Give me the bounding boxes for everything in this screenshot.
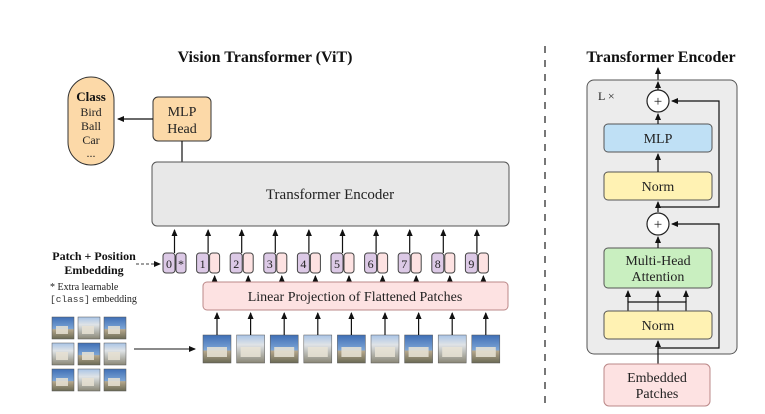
class-token-marker: * <box>178 257 184 271</box>
residual-add-middle-symbol: + <box>654 217 662 233</box>
patch-position-label-line1: Patch + Position <box>52 249 136 263</box>
grid-patch-detail-7 <box>56 378 68 386</box>
input-image-patch-grid <box>51 316 127 392</box>
norm-lower-label: Norm <box>642 319 675 334</box>
mlp-head-line1: MLP <box>168 105 197 120</box>
position-label-1: 1 <box>200 257 206 271</box>
sequence-patch-detail-1 <box>207 347 227 357</box>
position-embedding-0 <box>162 252 176 274</box>
extra-note-rest: embedding <box>90 294 137 305</box>
transformer-encoder-label: Transformer Encoder <box>266 187 394 203</box>
residual-add-top-symbol: + <box>654 94 662 110</box>
flattened-patch-sequence <box>202 312 501 364</box>
grid-patch-detail-6 <box>108 352 120 360</box>
position-embedding-2 <box>229 252 243 274</box>
norm-upper-label: Norm <box>642 180 675 195</box>
extra-note-code: [class] <box>50 294 90 305</box>
mlp-head-line2: Head <box>167 122 197 137</box>
patch-token-3 <box>276 252 288 274</box>
class-output-title: Class <box>76 89 106 104</box>
class-item-bird: Bird <box>80 105 101 119</box>
encoder-title: Transformer Encoder <box>586 49 735 66</box>
linear-projection-label: Linear Projection of Flattened Patches <box>248 290 463 305</box>
patch-position-label-line2: Embedding <box>64 263 123 277</box>
position-label-4: 4 <box>300 257 306 271</box>
sequence-patch-detail-7 <box>408 347 429 357</box>
class-item-ball: Ball <box>81 119 102 133</box>
linear-projection-box <box>202 281 509 311</box>
sequence-patch-detail-8 <box>442 347 463 357</box>
grid-patch-detail-8 <box>82 378 94 386</box>
sequence-patch-detail-9 <box>475 347 496 357</box>
vit-title: Vision Transformer (ViT) <box>178 49 353 66</box>
grid-patch-detail-2 <box>82 326 94 334</box>
position-label-9: 9 <box>468 257 474 271</box>
class-item-ellipsis: ... <box>87 146 96 160</box>
position-embedding-8 <box>431 252 445 274</box>
embedded-patches-line1: Embedded <box>627 371 687 386</box>
attention-label-line1: Multi-Head <box>625 254 690 269</box>
residual-add-middle <box>646 212 670 236</box>
sequence-patch-detail-6 <box>375 347 395 357</box>
position-embedding-7 <box>397 252 411 274</box>
class-item-car: Car <box>82 133 99 147</box>
patch-token-9 <box>477 252 489 274</box>
residual-skip-upper <box>658 98 720 208</box>
sequence-patch-detail-4 <box>307 347 328 357</box>
position-embedding-9 <box>464 252 478 274</box>
class-token <box>175 252 187 274</box>
position-embedding-3 <box>263 252 277 274</box>
position-embedding-4 <box>296 252 310 274</box>
sequence-patch-detail-3 <box>274 347 295 357</box>
grid-patch-detail-3 <box>108 326 120 334</box>
grid-patch-detail-1 <box>56 326 68 334</box>
patch-token-7 <box>410 252 422 274</box>
position-label-7: 7 <box>401 257 407 271</box>
extra-note-line1: * Extra learnable <box>50 282 119 293</box>
position-embedding-6 <box>364 252 378 274</box>
sequence-patch-detail-2 <box>240 347 261 357</box>
attention-label-line2: Attention <box>632 270 685 285</box>
mlp-label: MLP <box>644 132 673 147</box>
class-output-box <box>67 76 115 166</box>
extra-note-line2: [class] embedding <box>50 294 137 305</box>
patch-token-2 <box>242 252 254 274</box>
patch-token-5 <box>343 252 355 274</box>
embedded-patches-box <box>603 363 711 407</box>
position-label-3: 3 <box>267 257 273 271</box>
patch-token-8 <box>444 252 456 274</box>
position-label-0: 0 <box>166 257 172 271</box>
position-label-2: 2 <box>233 257 239 271</box>
sequence-patch-detail-5 <box>341 347 362 357</box>
qkv-branch <box>627 301 687 311</box>
residual-skip-lower <box>658 221 720 349</box>
position-embedding-5 <box>330 252 344 274</box>
transformer-encoder-box <box>151 161 510 227</box>
patch-token-1 <box>209 252 221 274</box>
grid-patch-detail-5 <box>82 352 94 360</box>
grid-patch-detail-4 <box>56 352 68 360</box>
position-label-6: 6 <box>368 257 374 271</box>
embedding-tokens: 0 * 1 2 3 4 5 6 7 8 9 <box>162 229 489 282</box>
repeat-label: L × <box>598 89 615 103</box>
position-label-5: 5 <box>334 257 340 271</box>
grid-patch-detail-9 <box>108 378 120 386</box>
patch-token-4 <box>309 252 321 274</box>
position-embedding-1 <box>196 252 210 274</box>
norm-lower-box <box>603 310 713 340</box>
patch-token-6 <box>377 252 389 274</box>
embedded-patches-line2: Patches <box>636 387 679 402</box>
position-label-8: 8 <box>435 257 441 271</box>
